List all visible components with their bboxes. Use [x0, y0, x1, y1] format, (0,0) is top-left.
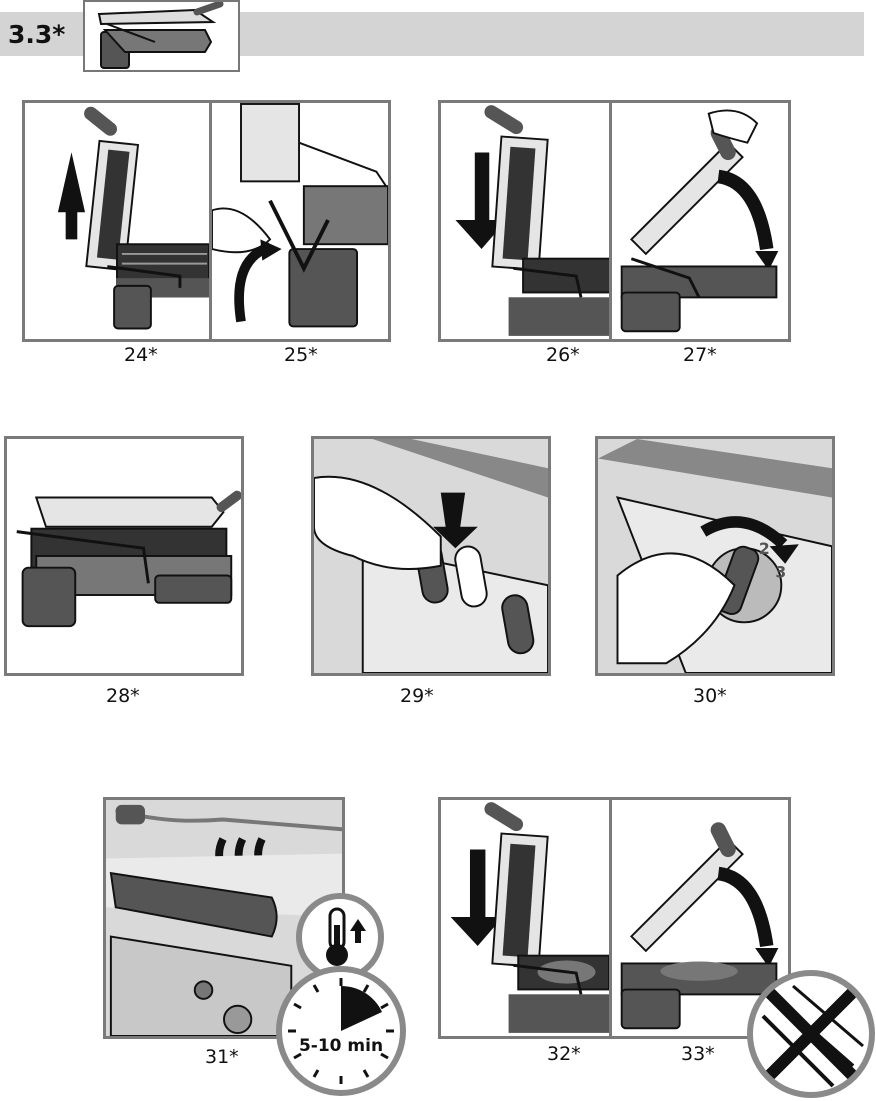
section-number-box: 3.3*: [0, 12, 78, 56]
figure-32-panel: [438, 797, 612, 1039]
figure-24-caption: 24*: [124, 344, 158, 366]
curved-arrow-icon: [718, 874, 766, 947]
figure-30-caption: 30*: [693, 685, 727, 707]
figure-28-panel: [4, 436, 244, 676]
figure-27-caption: 27*: [683, 344, 717, 366]
figure-29-panel: [311, 436, 551, 676]
section-number: 3.3*: [8, 20, 65, 49]
figure-29-caption: 29*: [400, 685, 434, 707]
no-metal-utensils-badge: [747, 970, 875, 1098]
dial-label-2: 2: [759, 540, 770, 558]
figure-32-caption: 32*: [547, 1043, 581, 1065]
figure-27-panel: [609, 100, 791, 342]
header-grill-thumbnail: [83, 0, 240, 72]
figure-26-caption: 26*: [546, 344, 580, 366]
figure-31-caption: 31*: [205, 1046, 239, 1068]
timer-segment: [341, 986, 382, 1031]
dial-label-3: 3: [775, 563, 786, 581]
arrow-up-icon: [350, 919, 366, 943]
figure-33-caption: 33*: [681, 1043, 715, 1065]
figure-25-panel: [209, 100, 391, 342]
figure-24-panel: [22, 100, 212, 342]
figure-26-panel: [438, 100, 612, 342]
timer-badge: 5-10 min: [276, 966, 406, 1096]
figure-30-panel: 2 3: [595, 436, 835, 676]
curved-arrow-icon: [718, 177, 766, 250]
figure-25-caption: 25*: [284, 344, 318, 366]
timer-label: 5-10 min: [282, 1036, 400, 1056]
figure-28-caption: 28*: [106, 685, 140, 707]
arrow-up-icon: [58, 152, 85, 239]
